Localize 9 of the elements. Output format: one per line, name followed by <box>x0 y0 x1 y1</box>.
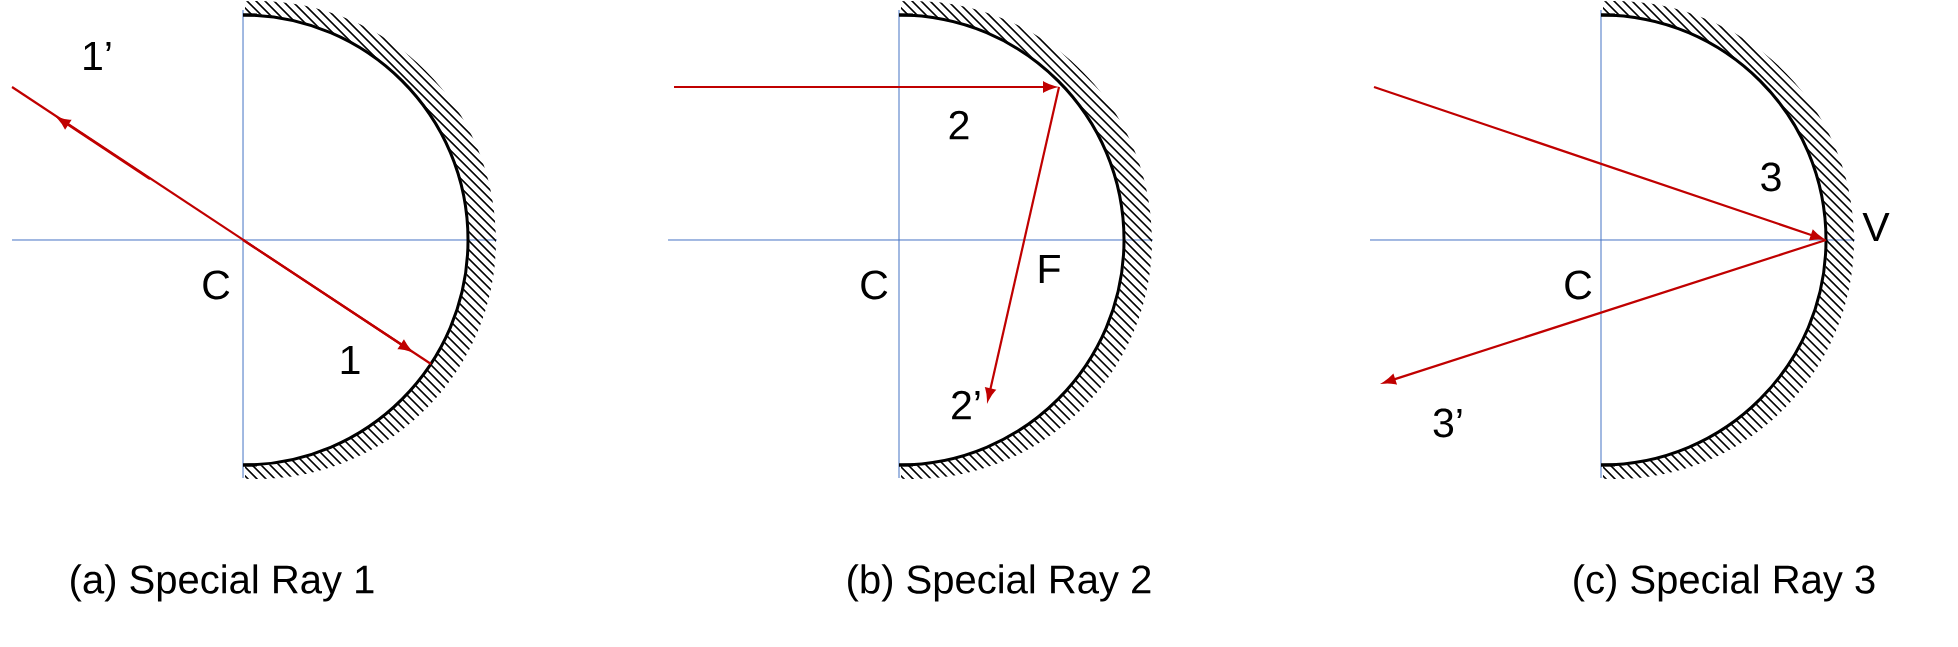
point-label: C <box>1565 270 1592 300</box>
point-label: C <box>861 270 888 300</box>
caption: (a) Special Ray 1 <box>71 564 374 602</box>
point-label: 3’ <box>1433 408 1462 438</box>
caption: (c) Special Ray 3 <box>1574 564 1875 602</box>
point-label: 1’ <box>84 41 111 71</box>
point-label: C <box>203 270 230 300</box>
caption: (b) Special Ray 2 <box>848 564 1151 602</box>
point-label: V <box>1862 212 1890 242</box>
